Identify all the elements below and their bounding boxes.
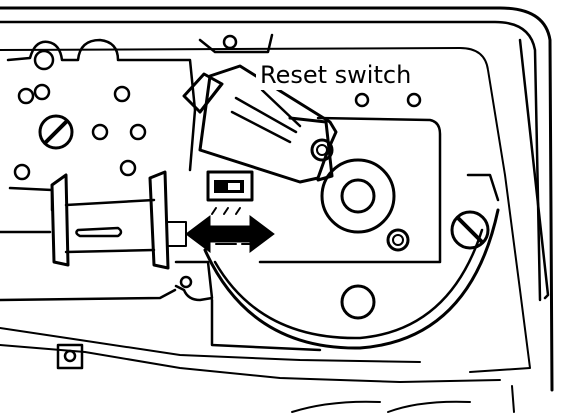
mounting-hole-icon xyxy=(119,159,137,177)
mounting-hole-icon xyxy=(406,92,422,108)
gear-hub xyxy=(340,178,376,214)
mounting-hole-icon xyxy=(179,275,193,289)
mounting-hole-icon xyxy=(354,92,370,108)
mounting-hole-icon xyxy=(222,34,238,50)
drive-gear xyxy=(320,158,396,234)
screw-icon xyxy=(450,210,490,250)
mounting-hole-icon xyxy=(17,87,35,105)
callout-leader xyxy=(260,88,302,128)
screw-icon xyxy=(38,114,74,150)
mounting-hole-icon xyxy=(91,123,109,141)
reset-switch-label: Reset switch xyxy=(256,60,416,90)
mounting-hole-icon xyxy=(129,123,147,141)
gear-plate xyxy=(203,92,500,352)
mounting-hole-icon xyxy=(340,284,376,320)
mounting-plate xyxy=(6,33,274,181)
screw-icon xyxy=(386,228,410,252)
mounting-hole-icon xyxy=(13,163,31,181)
spool xyxy=(0,170,214,370)
mounting-hole-icon xyxy=(33,83,51,101)
mounting-hole-icon xyxy=(113,85,131,103)
mounting-hole-icon xyxy=(33,49,55,71)
mounting-hole-icon xyxy=(63,349,77,363)
double-headed-arrow xyxy=(185,215,275,253)
screw-icon xyxy=(310,138,334,162)
